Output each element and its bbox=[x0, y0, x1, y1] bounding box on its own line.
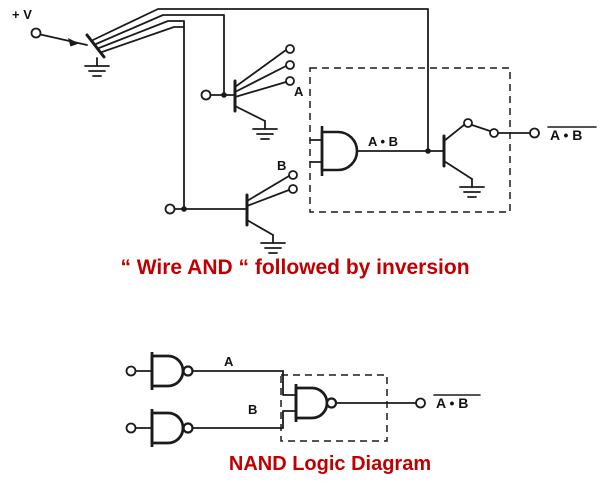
output-label-text: A • B bbox=[436, 395, 468, 411]
junction-dot bbox=[221, 92, 227, 98]
emitter-wire bbox=[246, 175, 290, 202]
supply-label: + V bbox=[12, 7, 32, 22]
collector-wire bbox=[246, 219, 274, 236]
rail-wire bbox=[92, 8, 429, 152]
ground-symbol bbox=[252, 120, 278, 140]
input-terminal bbox=[125, 422, 137, 434]
nand-gate-3 bbox=[294, 384, 426, 422]
output-terminal bbox=[415, 397, 426, 409]
collector-wire bbox=[443, 124, 465, 142]
emitter-wire bbox=[234, 65, 287, 93]
nand-gate-body bbox=[294, 386, 329, 420]
gate1-output-label: A bbox=[224, 354, 234, 369]
route-a-wire bbox=[282, 370, 297, 396]
nand-equivalent-dashed-box bbox=[309, 67, 511, 213]
rail-wire bbox=[101, 26, 185, 53]
nand-gate-body bbox=[150, 354, 185, 388]
collector-wire bbox=[234, 105, 266, 122]
emitter-wire bbox=[234, 81, 287, 98]
supply-terminal bbox=[30, 27, 42, 39]
supply-wire bbox=[39, 33, 88, 46]
output-label-text: A • B bbox=[550, 127, 582, 143]
ground-symbol bbox=[459, 178, 485, 198]
rail-wire bbox=[98, 20, 185, 210]
emitter-arrow-icon bbox=[68, 38, 79, 47]
emitter-terminal bbox=[288, 170, 298, 180]
transistor-t1: A bbox=[200, 44, 304, 140]
rail-wire bbox=[95, 14, 225, 96]
caption-wire-and: “ Wire AND “ followed by inversion bbox=[120, 256, 470, 279]
supply-fan-wires bbox=[92, 8, 429, 210]
emitter-terminal bbox=[288, 184, 298, 194]
emitter-wire bbox=[246, 189, 290, 207]
emitter-terminal bbox=[285, 60, 295, 70]
junction-dot bbox=[425, 148, 431, 154]
input-b-label: B bbox=[277, 158, 286, 173]
ground-symbol bbox=[260, 234, 286, 254]
caption-nand-logic: NAND Logic Diagram bbox=[228, 453, 432, 475]
emitter-wire bbox=[443, 160, 473, 180]
transistor-t3 bbox=[442, 118, 540, 198]
base-terminal bbox=[200, 89, 212, 101]
link-wire bbox=[471, 124, 491, 132]
inversion-bubble bbox=[182, 422, 194, 434]
emitter-wire bbox=[234, 49, 287, 88]
route-b-wire bbox=[282, 410, 297, 429]
nand-gate-2: B bbox=[125, 402, 284, 447]
junction-dot bbox=[181, 206, 187, 212]
emitter-terminal bbox=[285, 44, 295, 54]
transistor-t2: B bbox=[164, 158, 298, 254]
nand-output-label: A • B bbox=[433, 394, 481, 411]
supply-section: + V bbox=[12, 7, 110, 77]
output-tap-terminal bbox=[489, 128, 499, 138]
gate2-output-label: B bbox=[248, 402, 257, 417]
and-gate-symbol: A • B bbox=[309, 126, 445, 176]
collector-terminal bbox=[463, 118, 473, 128]
base-terminal bbox=[164, 203, 176, 215]
inversion-bubble bbox=[325, 397, 338, 409]
supply-transistor-bar bbox=[85, 33, 106, 59]
circuit-output-label: A • B bbox=[547, 126, 597, 143]
nand-gate-1: A bbox=[125, 352, 284, 390]
wired-and-node-label: A • B bbox=[368, 134, 398, 149]
nand-gate-body bbox=[150, 411, 185, 445]
and-gate-body bbox=[320, 130, 359, 172]
transistor-circuit-diagram: + V A bbox=[12, 7, 597, 254]
nand-logic-diagram: A B A • B bbox=[125, 352, 481, 447]
input-terminal bbox=[125, 365, 137, 377]
output-nand-dashed-box bbox=[280, 374, 388, 442]
output-terminal bbox=[529, 127, 540, 139]
emitter-terminal bbox=[285, 76, 295, 86]
routing-wires bbox=[282, 370, 297, 429]
inversion-bubble bbox=[182, 365, 194, 377]
input-a-label: A bbox=[294, 84, 304, 99]
ground-symbol bbox=[84, 57, 110, 77]
